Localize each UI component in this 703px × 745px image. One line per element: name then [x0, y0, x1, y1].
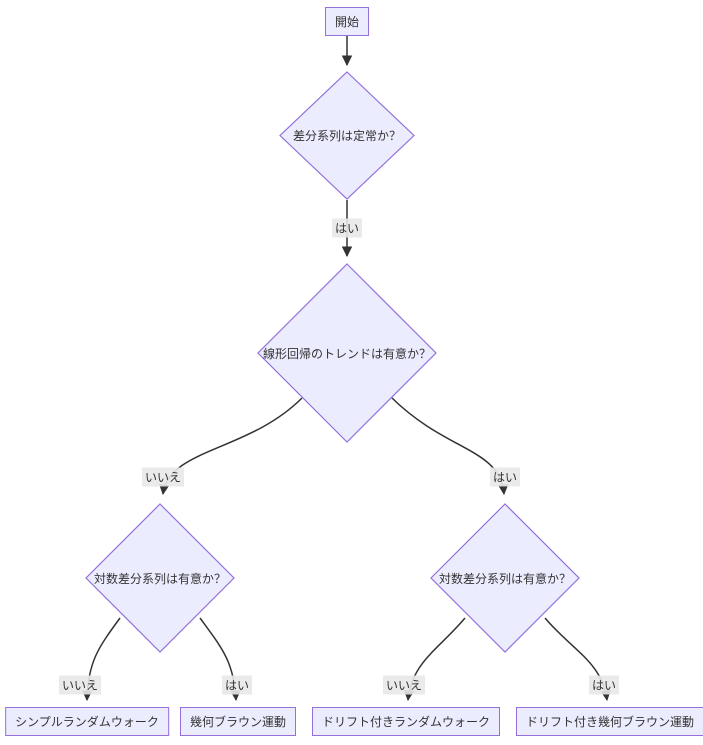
decision-logdiff-left: 対数差分系列は有意か？ [85, 503, 235, 653]
node-start-label: 開始 [334, 15, 360, 29]
edge-label-left-yes: はい [221, 675, 253, 695]
result-geometric-brownian-motion-label: 幾何ブラウン運動 [189, 715, 287, 729]
result-random-walk-with-drift: ドリフト付きランダムウォーク [311, 707, 501, 736]
diamond-shape-icon [85, 503, 235, 653]
result-gbm-with-drift-label: ドリフト付き幾何ブラウン運動 [525, 715, 695, 729]
edge-label-right-yes: はい [588, 675, 620, 695]
decision-stationarity: 差分系列は定常か？ [279, 71, 415, 200]
edge-label-trend-no: いいえ [141, 467, 185, 487]
result-simple-random-walk: シンプルランダムウォーク [5, 707, 169, 736]
result-gbm-with-drift: ドリフト付き幾何ブラウン運動 [515, 707, 703, 736]
decision-logdiff-left-label: 対数差分系列は有意か？ [93, 571, 226, 586]
diamond-shape-icon [257, 263, 437, 443]
edge-label-stationarity-yes: はい [331, 218, 363, 238]
decision-trend: 線形回帰のトレンドは有意か？ [257, 263, 437, 443]
edge-label-right-no: いいえ [382, 675, 426, 695]
node-start: 開始 [324, 7, 370, 36]
result-random-walk-with-drift-label: ドリフト付きランダムウォーク [321, 715, 491, 729]
decision-logdiff-right: 対数差分系列は有意か？ [430, 503, 580, 653]
diamond-shape-icon [430, 503, 580, 653]
decision-trend-label: 線形回帰のトレンドは有意か？ [262, 346, 431, 361]
edge-label-trend-yes: はい [489, 467, 521, 487]
result-simple-random-walk-label: シンプルランダムウォーク [15, 715, 159, 729]
edge-label-left-no: いいえ [58, 675, 102, 695]
result-geometric-brownian-motion: 幾何ブラウン運動 [179, 707, 297, 736]
decision-logdiff-right-label: 対数差分系列は有意か？ [438, 571, 571, 586]
decision-stationarity-label: 差分系列は定常か？ [292, 129, 401, 143]
diamond-shape-icon [279, 71, 415, 200]
